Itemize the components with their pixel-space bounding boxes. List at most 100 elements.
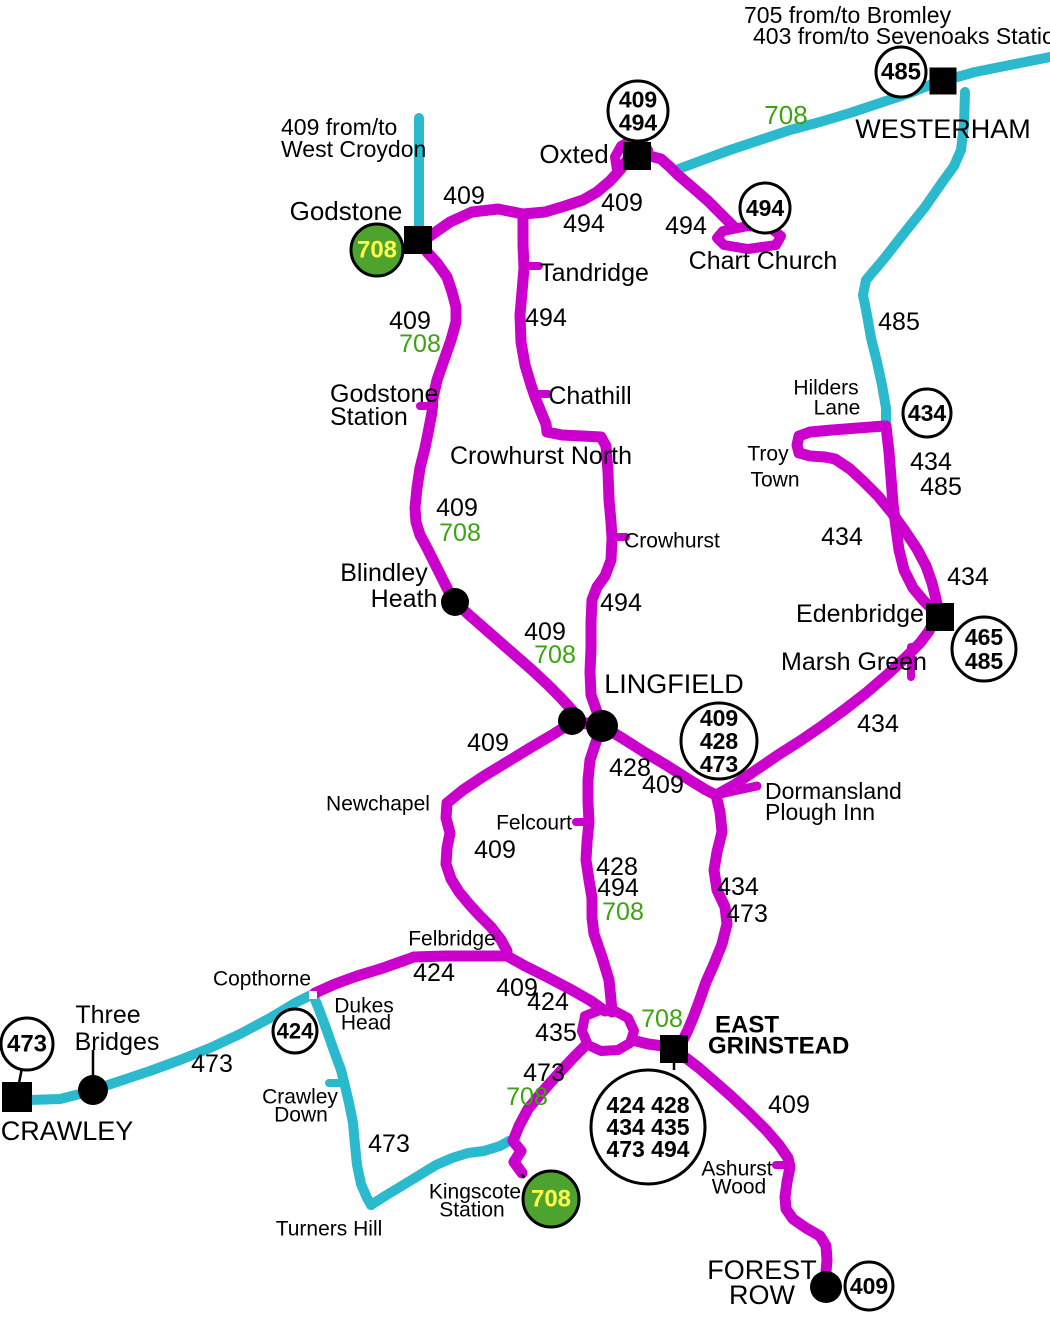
badge-708-kingscote: 708: [521, 1169, 581, 1229]
map-label-plough-inn: Plough Inn: [765, 799, 875, 825]
map-label-troy: Troy: [747, 443, 789, 466]
map-label-434: 434: [821, 523, 863, 551]
map-label-town: Town: [750, 469, 799, 492]
route-felbridge-horizontal-424: [408, 950, 513, 963]
map-label-409: 409: [436, 494, 478, 522]
map-label-708: 708: [764, 100, 807, 130]
route-westerham-northeast: [945, 52, 1050, 84]
map-label-485: 485: [920, 473, 962, 501]
map-label-newchapel: Newchapel: [326, 793, 430, 816]
map-label-station: Station: [330, 403, 408, 431]
map-label-godstone: Godstone: [330, 380, 438, 408]
badge-text: 409: [700, 705, 738, 731]
route-copthorne-felbridge-424: [309, 951, 420, 999]
stop-square-westerham: [929, 67, 957, 95]
map-label-blindley: Blindley: [340, 559, 428, 587]
map-label-494: 494: [525, 304, 567, 332]
map-label-494: 494: [665, 212, 707, 240]
stop-square-east-grinstead: [660, 1035, 688, 1063]
badge-text: 494: [746, 195, 785, 221]
badge-424-copthorne: 424: [271, 1007, 319, 1055]
map-label-crawley: Crawley: [262, 1086, 338, 1109]
badge-text: 485: [881, 59, 921, 86]
map-label-kingscote: Kingscote: [429, 1181, 521, 1204]
map-label-708: 708: [602, 898, 644, 926]
map-label-705-from-to-bromley: 705 from/to Bromley: [744, 2, 952, 28]
badge-text: 434: [908, 400, 947, 426]
map-label-chathill: Chathill: [548, 382, 631, 410]
map-label-494: 494: [563, 210, 605, 238]
map-label-forest: FOREST: [707, 1255, 817, 1285]
badge-text: 494: [619, 110, 658, 136]
map-label-473: 473: [368, 1130, 410, 1158]
route-felbridge-eastgrinstead: [501, 950, 611, 1017]
route-dormansland-edenbridge-434: [710, 615, 940, 801]
kingscote-dashed-link: [520, 1173, 535, 1188]
map-label-crowhurst: Crowhurst: [624, 530, 720, 553]
map-label-crawley: CRAWLEY: [1, 1116, 134, 1146]
map-label-473: 473: [523, 1059, 565, 1087]
map-label-494: 494: [600, 589, 642, 617]
badge-708-godstone: 708: [349, 222, 405, 278]
map-label-434: 434: [947, 563, 989, 591]
map-label-head: Head: [341, 1012, 391, 1035]
badge-text: 409: [619, 87, 657, 113]
route-godstone-junction-409: [424, 203, 529, 242]
map-label-708: 708: [506, 1083, 548, 1111]
map-label-424: 424: [527, 988, 569, 1016]
map-label-felcourt: Felcourt: [496, 812, 572, 835]
map-label-473: 473: [726, 900, 768, 928]
map-label-copthorne: Copthorne: [213, 968, 311, 991]
badge-text: 465: [965, 624, 1004, 650]
badge-text: 485: [965, 648, 1004, 674]
stop-square-godstone: [404, 226, 432, 254]
route-loop-to-eg-square: [626, 1034, 669, 1052]
map-label-west-croydon: West Croydon: [281, 136, 426, 162]
map-label-428: 428: [609, 754, 651, 782]
route-eg-kingscote-473-708: [507, 1039, 592, 1179]
route-copthorne-turnershill-473: [309, 992, 376, 1210]
route-hilders-troytown-edenbridge-434: [791, 420, 944, 615]
badge-text: 473 494: [606, 1136, 689, 1162]
stop-dot-forest-row: [810, 1271, 842, 1303]
map-label-westerham: WESTERHAM: [855, 114, 1031, 144]
badge-text: 708: [531, 1186, 571, 1213]
map-label-708: 708: [641, 1005, 683, 1033]
map-label-403-from-to-sevenoaks-station: 403 from/to Sevenoaks Station: [753, 23, 1050, 49]
map-label-409: 409: [768, 1091, 810, 1119]
map-label-tandridge: Tandridge: [539, 259, 649, 287]
stop-dot-three-bridges: [78, 1075, 108, 1105]
route-lingfield-eastgrinstead-428-494-708: [580, 721, 618, 1018]
map-label-ashurst: Ashurst: [701, 1158, 772, 1181]
badge-text: 424: [277, 1019, 314, 1044]
map-label-edenbridge: Edenbridge: [796, 600, 924, 628]
map-label-434: 434: [910, 448, 952, 476]
map-label-hilders: Hilders: [793, 377, 858, 400]
stop-dot-lingfield: [586, 710, 618, 742]
map-label-down: Down: [274, 1104, 328, 1127]
map-label-dukes: Dukes: [334, 995, 394, 1018]
map-label-lane: Lane: [814, 397, 861, 420]
map-label-station: Station: [439, 1199, 504, 1222]
route-turnershill-kingscote-473: [366, 1136, 514, 1210]
badge-434-hilders: 434: [901, 387, 953, 439]
map-label-435: 435: [535, 1019, 577, 1047]
map-label-428: 428: [596, 853, 638, 881]
map-label-east: EAST: [715, 1012, 779, 1039]
badge-text: 428: [700, 728, 739, 754]
stop-square-oxted: [623, 142, 651, 170]
map-label-turners-hill: Turners Hill: [276, 1218, 383, 1241]
map-label-708: 708: [399, 330, 441, 358]
map-label-oxted: Oxted: [539, 139, 608, 169]
map-label-708: 708: [534, 641, 576, 669]
map-label-424: 424: [413, 959, 455, 987]
badge-text: 409: [850, 1273, 888, 1299]
map-label-434: 434: [857, 710, 899, 738]
map-label-409: 409: [474, 836, 516, 864]
map-label-bridges: Bridges: [75, 1028, 160, 1056]
map-label-wood: Wood: [712, 1176, 766, 1199]
map-label-grinstead: GRINSTEAD: [708, 1033, 849, 1060]
map-label-434: 434: [717, 873, 759, 901]
